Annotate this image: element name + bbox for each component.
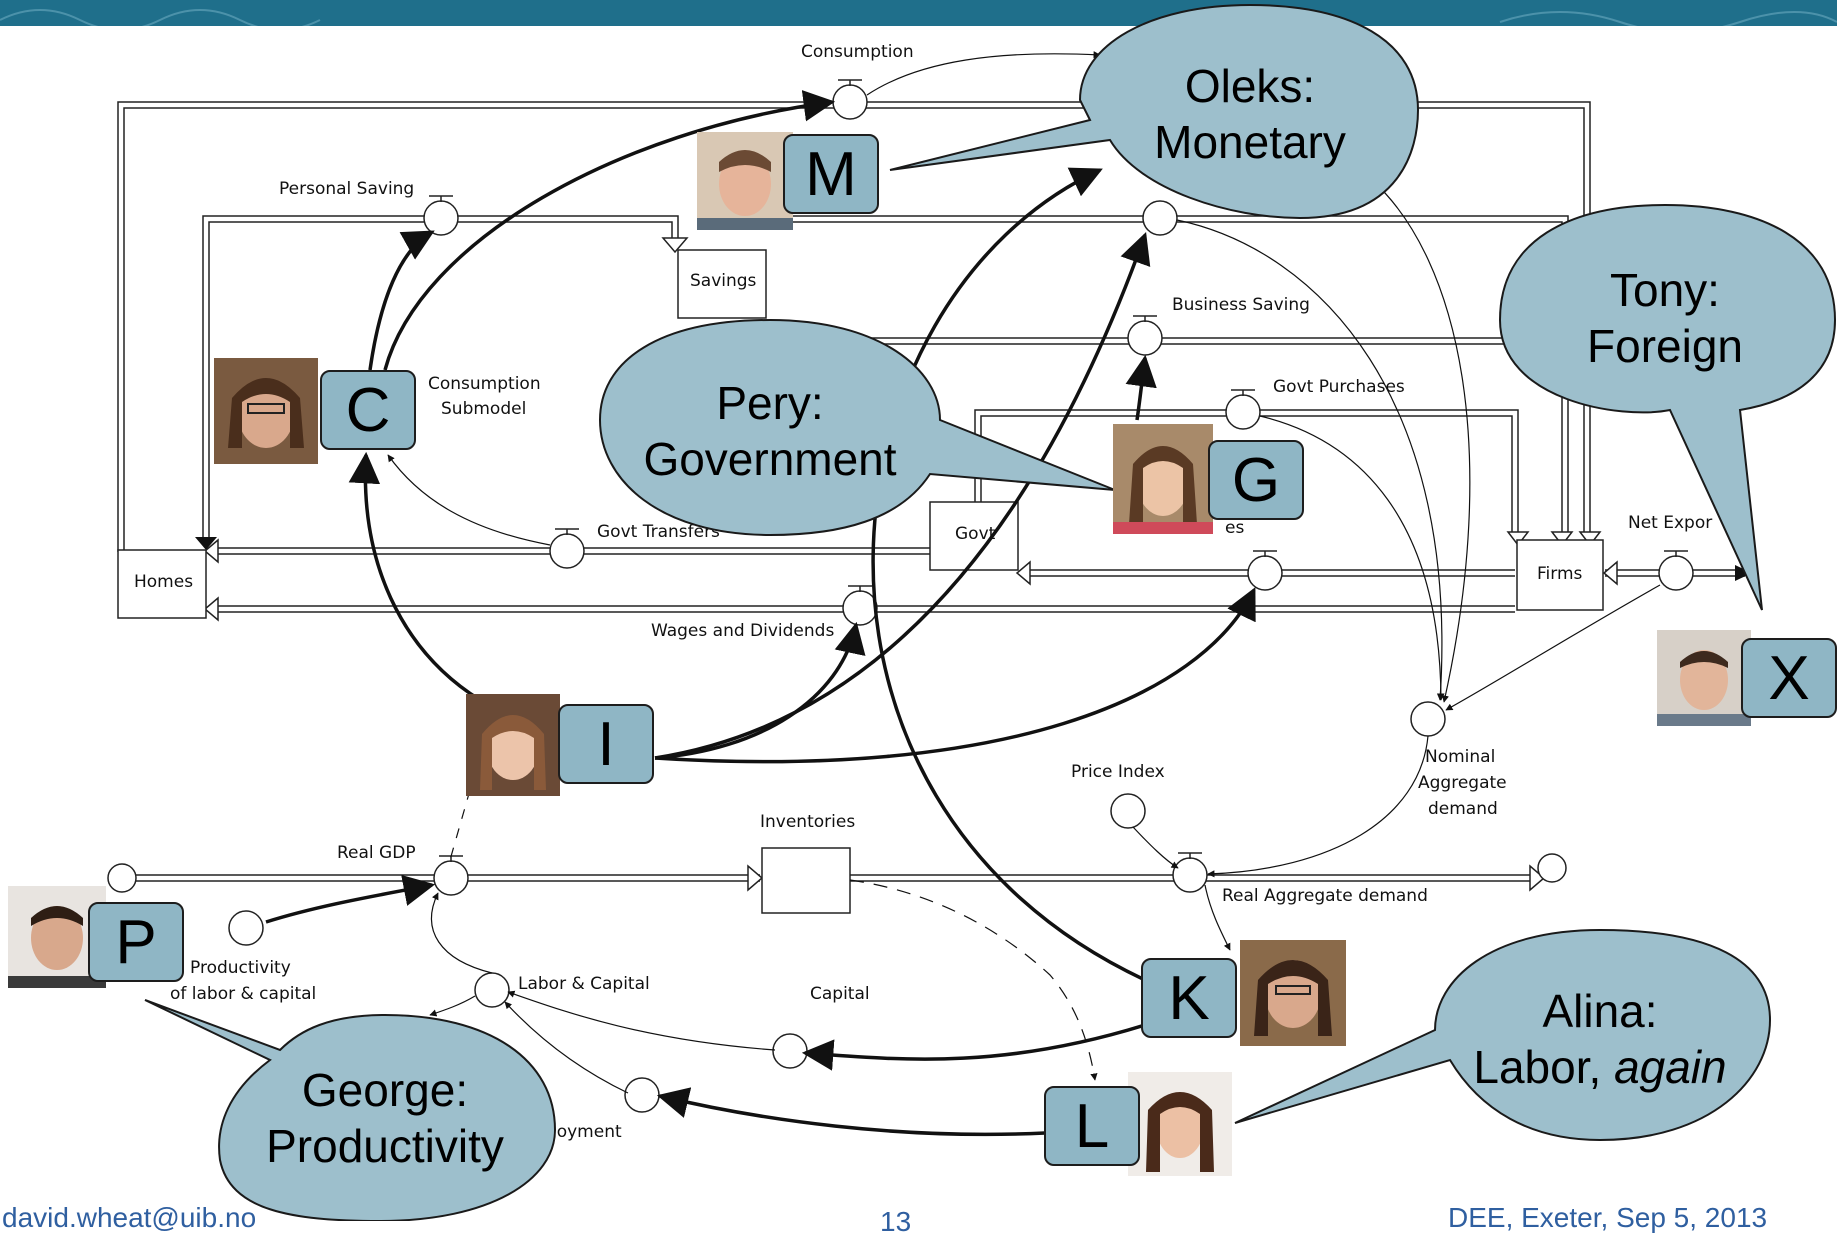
causal-links-thick <box>265 90 1256 1137</box>
homes-inflow-arrow <box>195 537 217 550</box>
net-exports-arrow <box>1735 565 1752 581</box>
valves <box>228 79 1694 1113</box>
firms-label: Firms <box>1537 564 1583 584</box>
oleks-bubble <box>889 3 1420 220</box>
gdp-dashed-link <box>449 789 471 861</box>
inventories-stock <box>761 847 851 914</box>
label-taxes: es <box>1225 518 1244 538</box>
badge-p: P <box>88 902 184 982</box>
portrait-m-photo <box>697 132 793 230</box>
alina-bubble <box>1234 928 1772 1142</box>
label-govt-transfers: Govt Transfers <box>597 522 720 542</box>
portrait-k-photo <box>1240 940 1346 1046</box>
oleks-name: Oleks: <box>1184 60 1316 112</box>
label-consumption-submodel-1: Consumption <box>428 374 541 394</box>
label-real-gdp: Real GDP <box>337 843 416 863</box>
label-employment: loyment <box>552 1122 622 1142</box>
badge-l: L <box>1044 1086 1140 1166</box>
label-capital: Capital <box>810 984 870 1004</box>
footer-email[interactable]: david.wheat@uib.no <box>2 1202 257 1233</box>
badge-k: K <box>1141 958 1237 1038</box>
george-name: George: <box>301 1064 469 1116</box>
label-business-saving: Business Saving <box>1172 295 1310 315</box>
oleks-topic: Monetary <box>1154 116 1346 168</box>
portrait-c-photo <box>214 358 318 464</box>
cloud-sink-icon <box>1537 853 1567 883</box>
tony-topic: Foreign <box>1587 320 1743 372</box>
cloud-source-icon <box>107 863 137 893</box>
cloud-icons <box>107 853 1567 893</box>
homes-stock <box>117 549 207 619</box>
label-inventories: Inventories <box>760 812 855 832</box>
portrait-i-photo <box>466 694 560 796</box>
label-nominal-ad-3: demand <box>1428 799 1498 819</box>
badge-m: M <box>783 134 879 214</box>
top-banner <box>0 0 1837 26</box>
firms-stock <box>1516 539 1604 611</box>
label-personal-saving: Personal Saving <box>279 179 414 199</box>
tony-bubble <box>1498 203 1837 611</box>
speech-bubbles <box>144 3 1837 1221</box>
alina-topic-italic: again <box>1614 1041 1727 1093</box>
george-topic: Productivity <box>266 1120 504 1172</box>
flow-pipes <box>117 101 1745 882</box>
causal-links-thin <box>387 51 1661 1094</box>
pery-name: Pery: <box>716 377 824 429</box>
label-price-index: Price Index <box>1071 762 1165 782</box>
pery-bubble-text: Pery: Government <box>625 375 915 487</box>
alina-name: Alina: <box>1542 985 1658 1037</box>
pery-bubble <box>598 318 1116 537</box>
pery-topic: Government <box>643 433 897 485</box>
tony-bubble-text: Tony: Foreign <box>1540 262 1790 374</box>
alina-bubble-text: Alina: Labor, again <box>1455 983 1745 1095</box>
label-real-ad: Real Aggregate demand <box>1222 886 1428 906</box>
badge-g: G <box>1208 440 1304 520</box>
portrait-l-photo <box>1128 1072 1232 1176</box>
pipe-arrowheads <box>203 237 1618 892</box>
footer-conference: DEE, Exeter, Sep 5, 2013 <box>1448 1202 1768 1233</box>
label-nominal-ad-2: Aggregate <box>1418 773 1507 793</box>
label-net-exports: Net Expor <box>1628 513 1712 533</box>
homes-label: Homes <box>134 572 193 592</box>
alina-topic: Labor, again <box>1455 1039 1745 1095</box>
footer-page-number: 13 <box>880 1206 912 1237</box>
portrait-g-photo <box>1113 424 1213 534</box>
alina-topic-plain: Labor, <box>1473 1041 1615 1093</box>
badge-x: X <box>1741 638 1837 718</box>
inventory-dashed-link <box>849 879 1098 1081</box>
label-productivity-2: of labor & capital <box>170 984 316 1004</box>
tony-name: Tony: <box>1610 264 1720 316</box>
savings-stock <box>677 249 767 319</box>
badge-i: I <box>558 704 654 784</box>
savings-label: Savings <box>690 271 757 291</box>
label-labor-capital: Labor & Capital <box>518 974 650 994</box>
banner-pattern <box>0 9 1837 26</box>
george-bubble-text: George: Productivity <box>245 1062 525 1174</box>
badge-c: C <box>320 370 416 450</box>
label-productivity-1: Productivity <box>190 958 291 978</box>
label-consumption: Consumption <box>801 42 914 62</box>
label-nominal-ad-1: Nominal <box>1425 747 1495 767</box>
oleks-bubble-text: Oleks: Monetary <box>1120 58 1380 170</box>
label-consumption-submodel-2: Submodel <box>441 399 526 419</box>
label-wages-dividends: Wages and Dividends <box>651 621 834 641</box>
label-govt-purchases: Govt Purchases <box>1273 377 1405 397</box>
portrait-x-photo <box>1657 630 1751 726</box>
george-bubble <box>144 999 557 1221</box>
govt-label: Govt <box>955 524 996 544</box>
